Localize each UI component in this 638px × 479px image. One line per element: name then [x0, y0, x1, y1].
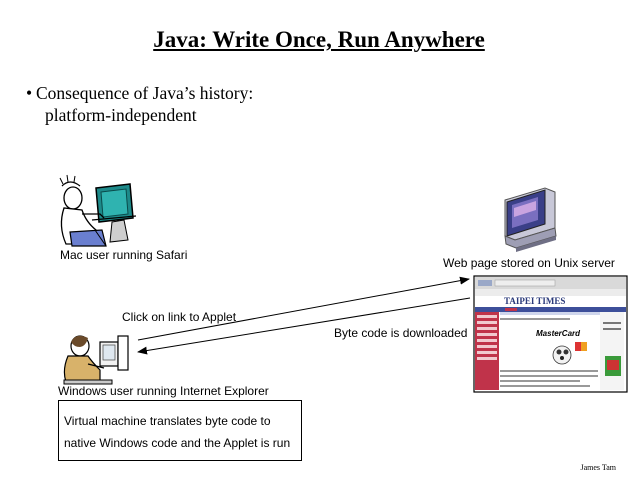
webpage-screenshot: TAIPEI TIMES MasterCard — [473, 275, 628, 393]
bullet-symbol: • — [26, 83, 33, 103]
webpage-masthead: TAIPEI TIMES — [504, 296, 565, 306]
windows-user-clipart — [63, 335, 129, 385]
byte-code-label: Byte code is downloaded — [334, 326, 468, 340]
unix-server-computer-icon — [504, 187, 557, 252]
webpage-ad-brand: MasterCard — [536, 329, 581, 338]
vm-box-line-2: native Windows code and the Applet is ru… — [64, 436, 291, 450]
request-arrow — [137, 276, 470, 341]
bullet-line-2: platform-independent — [45, 105, 197, 125]
bullet-line-1: Consequence of Java’s history: — [36, 83, 254, 103]
mac-user-clipart — [59, 174, 137, 247]
vm-box-line-1: Virtual machine translates byte code to — [64, 414, 271, 428]
web-page-label: Web page stored on Unix server — [443, 256, 615, 270]
windows-user-label: Windows user running Internet Explorer — [58, 384, 269, 398]
page-title: Java: Write Once, Run Anywhere — [153, 27, 485, 52]
download-arrow — [137, 297, 471, 355]
click-link-label: Click on link to Applet — [122, 310, 237, 324]
virtual-machine-box: Virtual machine translates byte code to … — [58, 400, 302, 461]
footer-author: James Tam — [580, 463, 616, 472]
mac-user-label: Mac user running Safari — [60, 248, 188, 262]
